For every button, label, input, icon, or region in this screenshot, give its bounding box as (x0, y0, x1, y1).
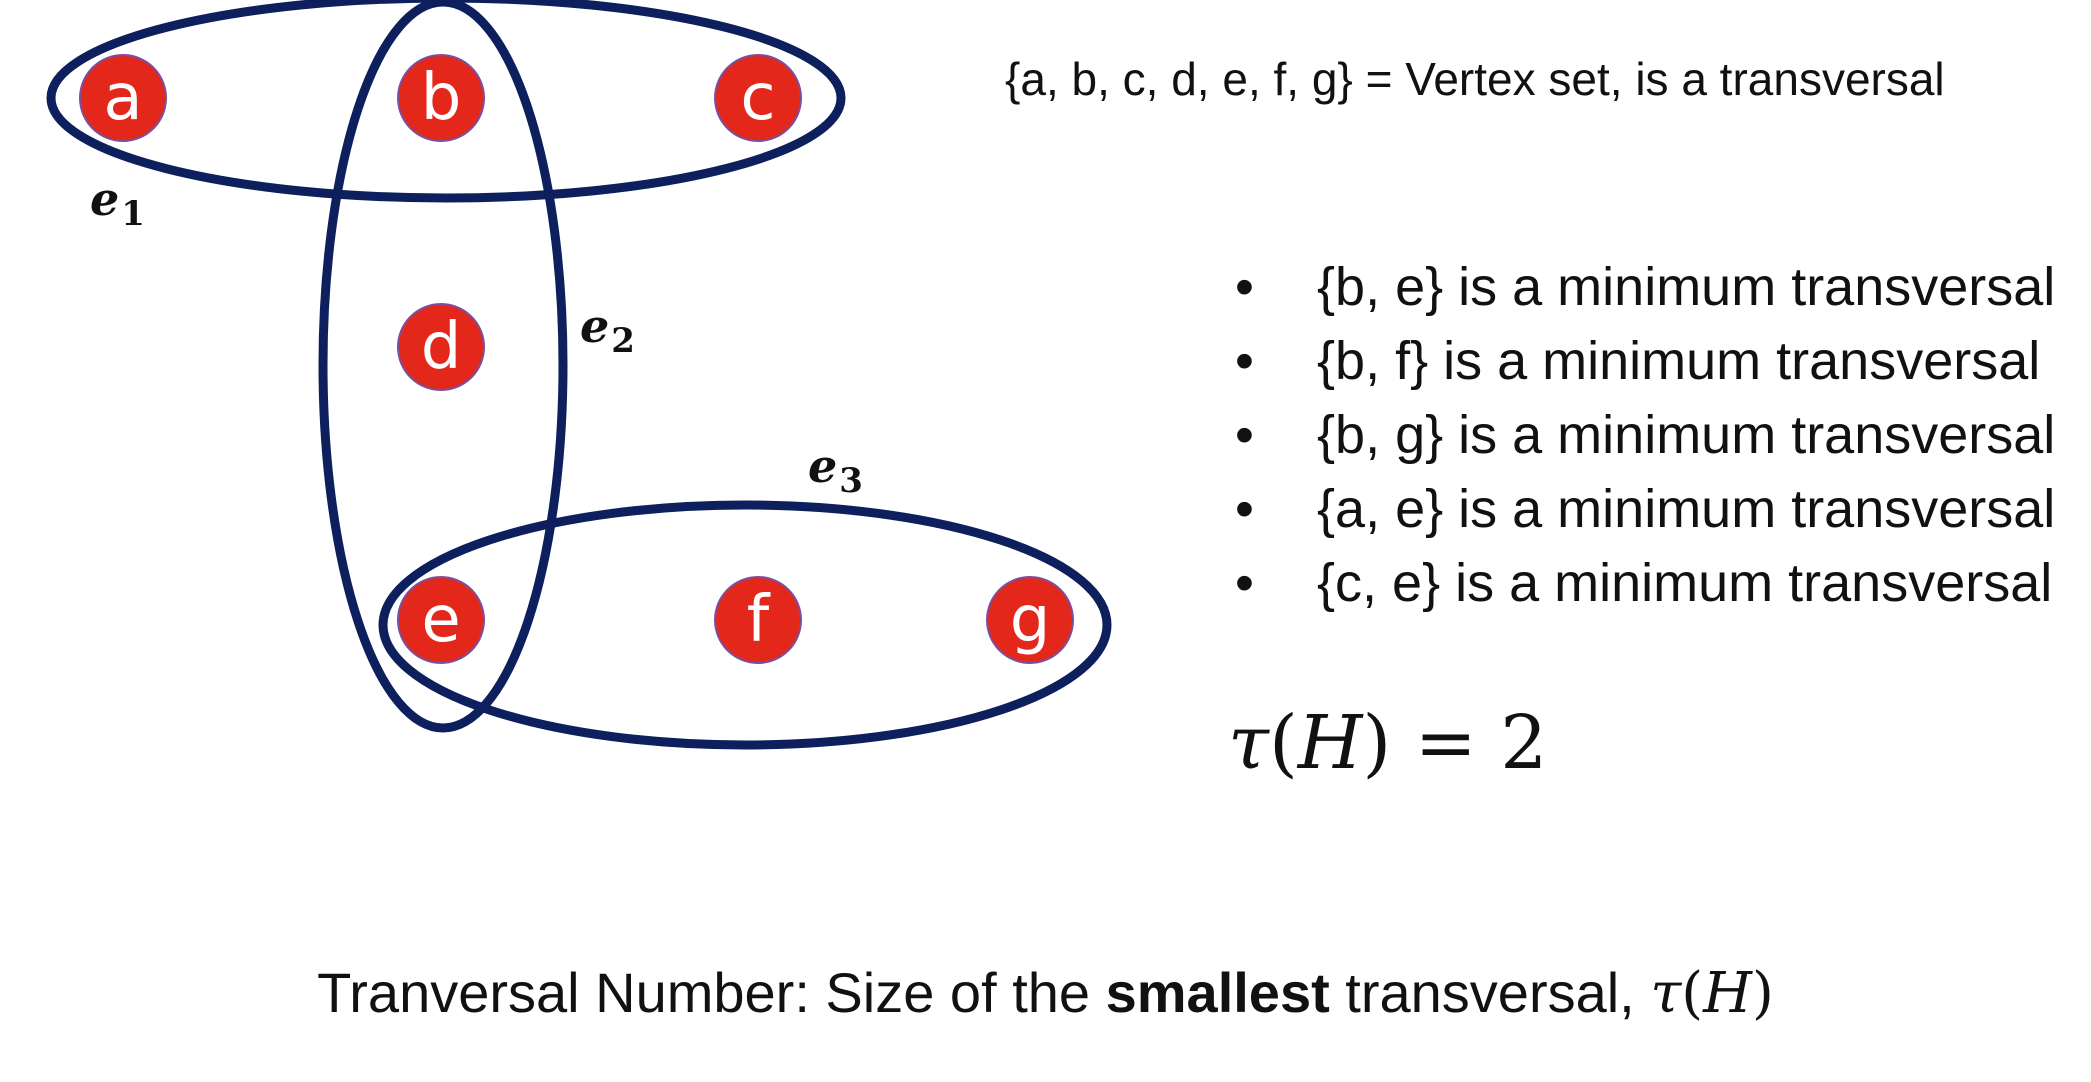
edge-label-e1-subscript: 1 (121, 194, 145, 234)
vertex-e: e (397, 576, 485, 664)
footer-tau-symbol: τ (1650, 961, 1682, 1026)
list-item: • {a, e} is a minimum transversal (1235, 472, 2055, 546)
hyperedge-e3 (378, 500, 1112, 750)
tau-argument: H (1297, 700, 1363, 786)
hyperedge-e2 (318, 0, 568, 733)
bullet-dot: • (1235, 553, 1254, 613)
edge-label-e3-subscript: 3 (839, 461, 863, 501)
vertex-f: f (714, 576, 802, 664)
vertex-c: c (714, 54, 802, 142)
edge-label-e2: e2 (580, 299, 635, 361)
edge-label-e3: e3 (808, 439, 863, 501)
vertex-a: a (79, 54, 167, 142)
transversal-number-equation: τ(H) = 2 (1228, 700, 1547, 786)
vertex-e-label: e (421, 583, 460, 657)
vertex-d-label: d (421, 310, 462, 384)
list-item: • {b, e} is a minimum transversal (1235, 250, 2055, 324)
vertex-g: g (986, 576, 1074, 664)
list-item-text: {b, f} is a minimum transversal (1317, 331, 2041, 391)
edge-label-e1: e1 (90, 172, 145, 234)
vertex-set-statement: {a, b, c, d, e, f, g} = Vertex set, is a… (1005, 53, 1945, 105)
vertex-d: d (397, 303, 485, 391)
bullet-dot: • (1235, 405, 1254, 465)
vertex-b-label: b (421, 61, 462, 135)
tau-close-paren: ) (1362, 700, 1392, 786)
list-item: • {b, f} is a minimum transversal (1235, 324, 2055, 398)
edge-label-e2-letter: e (580, 299, 609, 353)
vertex-c-label: c (740, 61, 775, 135)
edge-label-e2-subscript: 2 (611, 321, 635, 361)
edge-label-e1-letter: e (90, 172, 119, 226)
bullet-dot: • (1235, 257, 1254, 317)
bullet-dot: • (1235, 331, 1254, 391)
list-item: • {c, e} is a minimum transversal (1235, 546, 2055, 620)
edge-label-e3-letter: e (808, 439, 837, 493)
vertex-g-label: g (1010, 583, 1051, 657)
transversal-list: • {b, e} is a minimum transversal • {b, f}… (1235, 250, 2055, 620)
footer-bold-word: smallest (1105, 961, 1330, 1024)
vertex-f-label: f (747, 583, 771, 657)
list-item-text: {c, e} is a minimum transversal (1317, 553, 2053, 613)
bullet-dot: • (1235, 479, 1254, 539)
vertex-a-label: a (103, 61, 142, 135)
vertex-b: b (397, 54, 485, 142)
list-item-text: {a, e} is a minimum transversal (1317, 479, 2056, 539)
footer-suffix: transversal, (1329, 961, 1651, 1024)
tau-symbol: τ (1228, 700, 1269, 786)
footer-close-paren: ) (1752, 961, 1774, 1026)
hyperedge-e1 (46, 0, 846, 203)
list-item: • {b, g} is a minimum transversal (1235, 398, 2055, 472)
tau-open-paren: ( (1268, 700, 1298, 786)
list-item-text: {b, g} is a minimum transversal (1317, 405, 2056, 465)
footer-tau-argument: H (1703, 961, 1752, 1026)
definition-footer: Tranversal Number: Size of the smallest … (0, 960, 2091, 1026)
footer-prefix: Tranversal Number: Size of the (317, 961, 1106, 1024)
footer-open-paren: ( (1681, 961, 1704, 1026)
list-item-text: {b, e} is a minimum transversal (1317, 257, 2056, 317)
tau-value: = 2 (1391, 700, 1548, 786)
